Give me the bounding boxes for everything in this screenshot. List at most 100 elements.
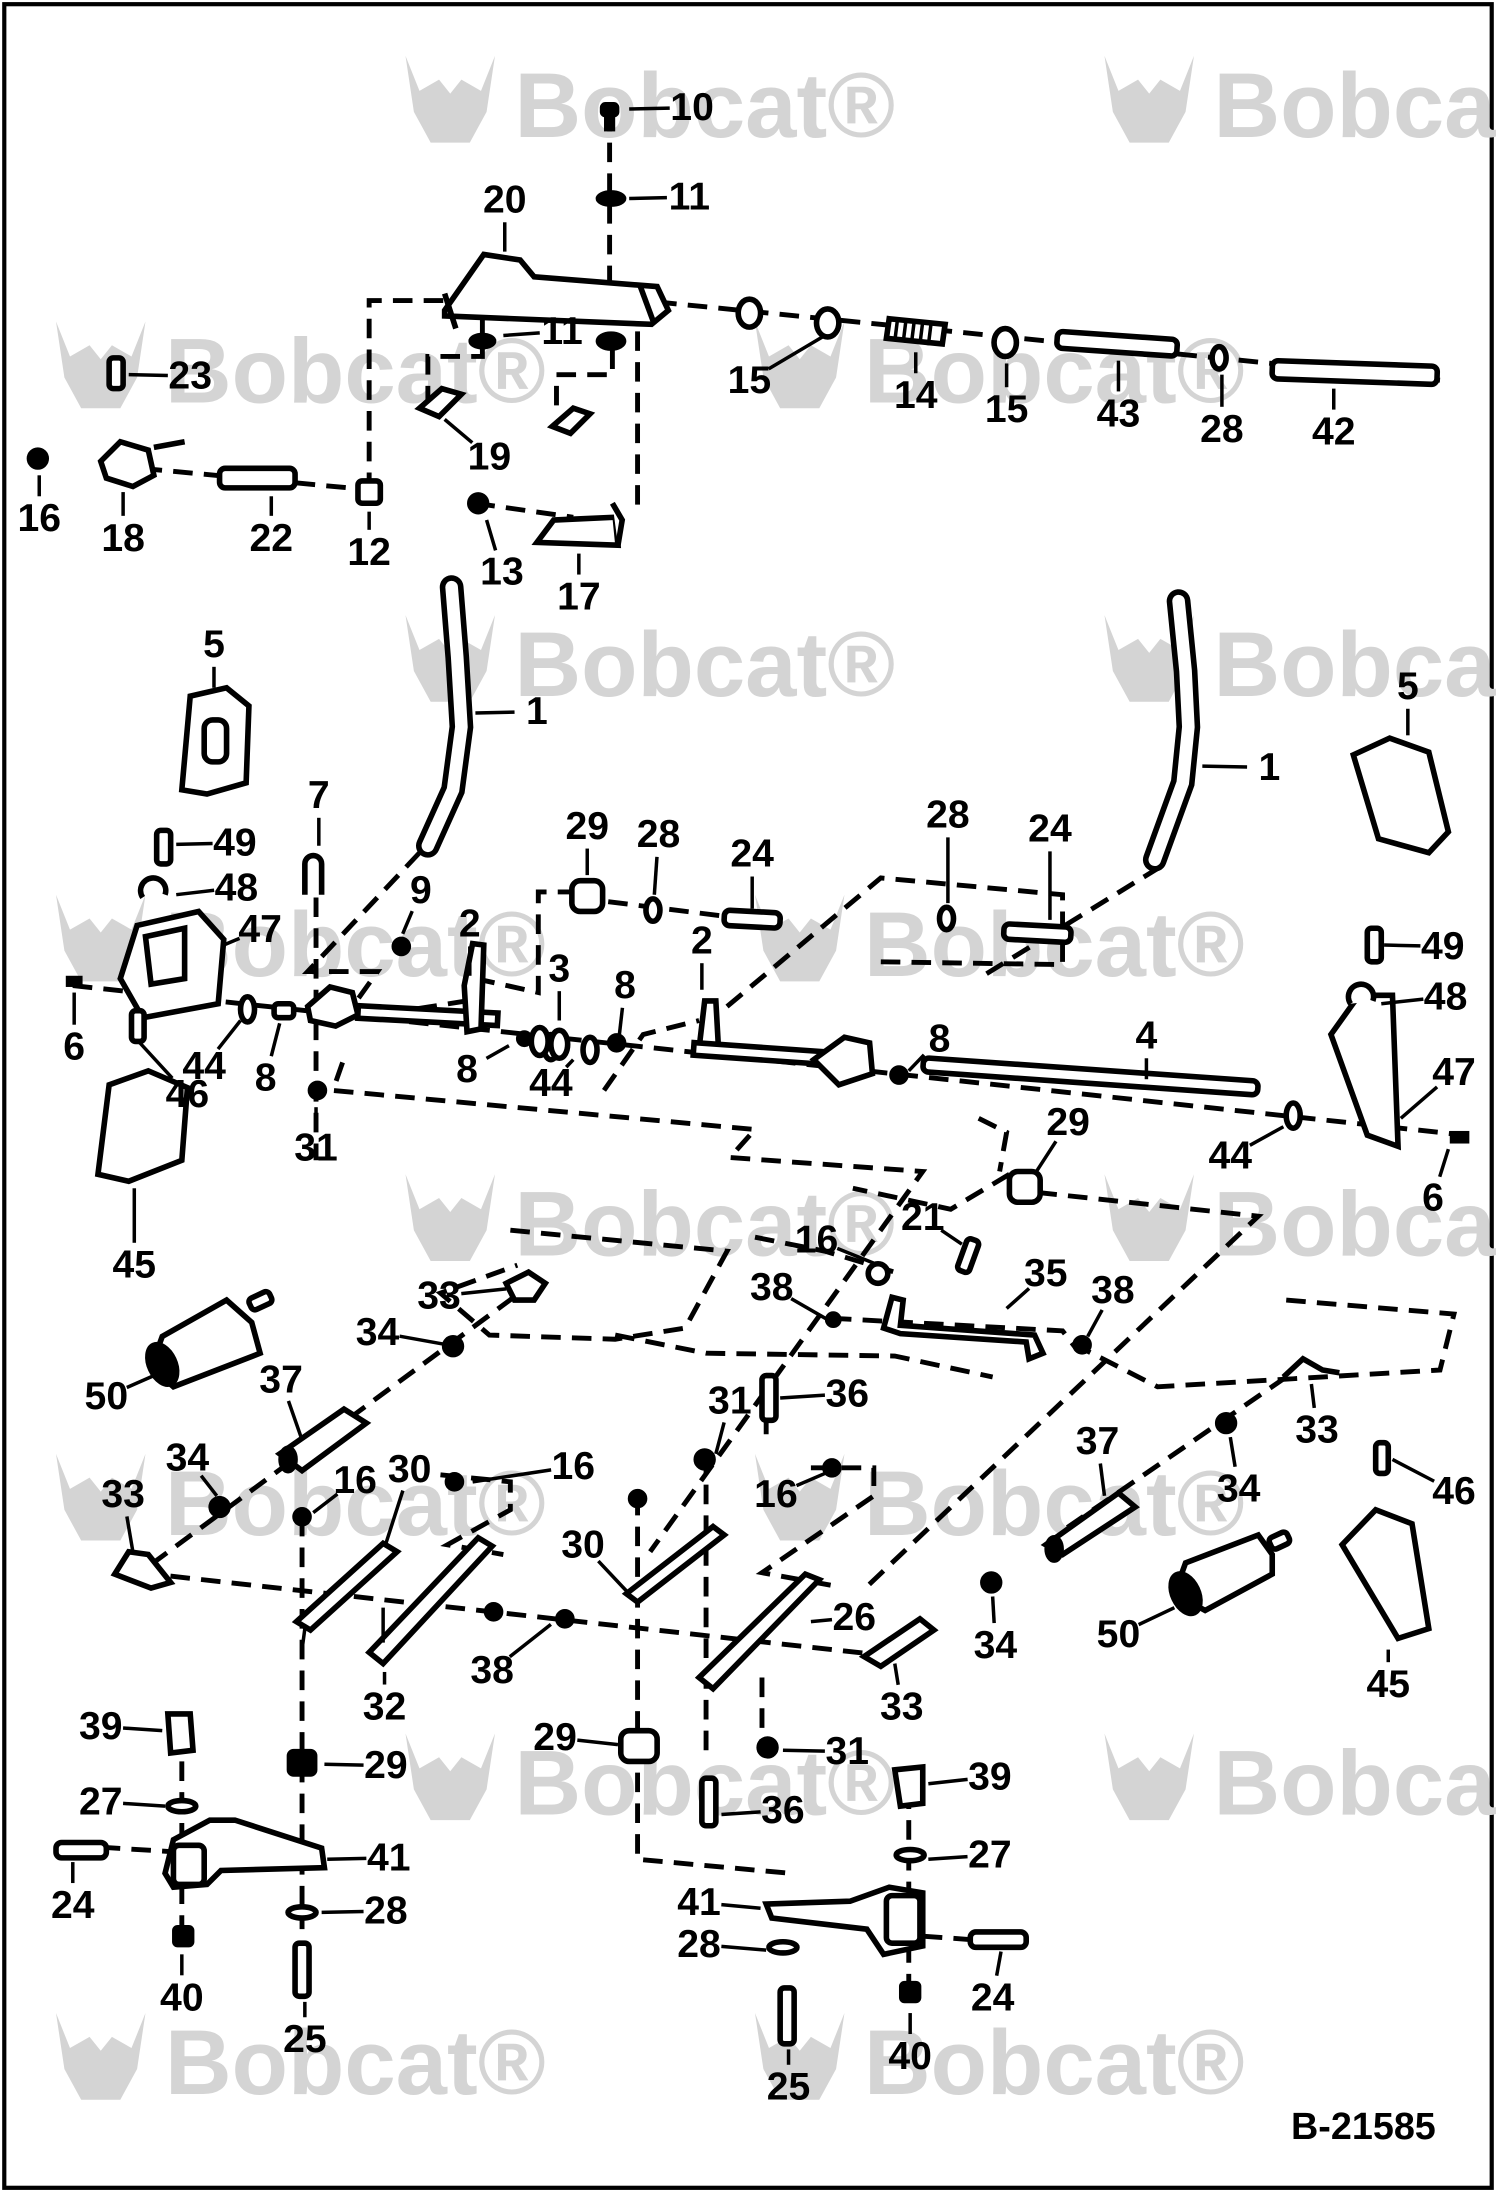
leader-line bbox=[790, 1297, 829, 1322]
callout-17: 17 bbox=[557, 553, 601, 619]
callout-number: 49 bbox=[213, 822, 257, 865]
bushing-15a bbox=[735, 296, 764, 330]
leader-line bbox=[810, 1617, 833, 1624]
bobcat-logo-icon bbox=[1104, 55, 1194, 143]
leader-line bbox=[1098, 1463, 1107, 1497]
bolt-46-right bbox=[1372, 1439, 1392, 1477]
callout-number: 29 bbox=[1046, 1101, 1090, 1144]
washer-28b bbox=[643, 896, 663, 925]
washer-28e bbox=[766, 1938, 800, 1956]
leader-line bbox=[836, 1246, 876, 1266]
callout-47a: 47 bbox=[223, 908, 282, 951]
washer-27b bbox=[893, 1846, 927, 1864]
callout-number: 14 bbox=[894, 374, 938, 417]
callout-number: 15 bbox=[985, 388, 1029, 431]
callout-29a: 29 bbox=[565, 805, 609, 876]
bobcat-logo-icon bbox=[754, 894, 845, 982]
leader-line bbox=[1309, 1383, 1317, 1409]
leader-line bbox=[461, 1287, 507, 1296]
bracket-45-right bbox=[1338, 1506, 1432, 1642]
callout-number: 50 bbox=[85, 1375, 129, 1418]
leader-line bbox=[767, 334, 826, 371]
callout-number: 1 bbox=[526, 690, 548, 733]
callout-number: 38 bbox=[750, 1266, 794, 1309]
leader-line bbox=[721, 1810, 761, 1817]
callout-25a: 25 bbox=[283, 2001, 327, 2061]
callout-28c: 28 bbox=[926, 794, 970, 904]
callout-number: 46 bbox=[166, 1073, 210, 1116]
bobcat-watermark: Bobcat® bbox=[754, 2010, 1245, 2114]
callout-number: 8 bbox=[456, 1048, 478, 1091]
callout-number: 30 bbox=[388, 1448, 432, 1491]
leader-line bbox=[223, 936, 241, 947]
callout-number: 28 bbox=[926, 794, 970, 837]
rod-end-33a bbox=[502, 1268, 550, 1303]
bobcat-watermark: Bobcat® bbox=[1104, 612, 1496, 716]
callout-number: 40 bbox=[888, 2035, 932, 2078]
bolt-6-left bbox=[65, 975, 83, 987]
callout-number: 16 bbox=[333, 1459, 377, 1502]
nut-38d bbox=[555, 1609, 575, 1629]
callout-48b: 48 bbox=[1381, 975, 1467, 1018]
callout-24c: 24 bbox=[51, 1862, 95, 1927]
callout-47b: 47 bbox=[1399, 1051, 1476, 1120]
callout-33d: 33 bbox=[880, 1663, 924, 1728]
leader-line bbox=[472, 1468, 552, 1484]
bushing-29-mid bbox=[1006, 1168, 1043, 1206]
shaft-2-left bbox=[354, 1002, 501, 1029]
bobcat-logo-icon bbox=[405, 1174, 495, 1261]
callout-number: 34 bbox=[974, 1624, 1018, 1667]
callout-49a: 49 bbox=[176, 822, 257, 865]
leader-line bbox=[122, 1726, 163, 1733]
callout-number: 5 bbox=[203, 623, 225, 666]
washer-11-left bbox=[468, 332, 497, 350]
callout-24a: 24 bbox=[730, 833, 774, 909]
callout-number: 7 bbox=[308, 774, 330, 817]
callout-number: 16 bbox=[551, 1445, 595, 1488]
callout-number: 48 bbox=[215, 866, 259, 909]
rod-end-33b bbox=[1281, 1355, 1340, 1380]
leader-line bbox=[401, 910, 414, 935]
callout-13: 13 bbox=[480, 519, 524, 593]
leader-line bbox=[269, 1022, 282, 1057]
callout-7: 7 bbox=[308, 774, 330, 846]
lever-2-left-arm bbox=[461, 940, 487, 1036]
callout-50a: 50 bbox=[85, 1373, 155, 1418]
callout-38b: 38 bbox=[1086, 1269, 1135, 1338]
washer-28c bbox=[936, 904, 957, 933]
callout-number: 24 bbox=[730, 833, 774, 876]
callout-number: 23 bbox=[168, 355, 212, 398]
nut-13 bbox=[467, 492, 490, 515]
callout-24d: 24 bbox=[971, 1951, 1015, 2019]
leader-line bbox=[312, 1492, 339, 1514]
callout-46a: 46 bbox=[138, 1041, 210, 1116]
callout-16a: 16 bbox=[17, 475, 61, 540]
nut-34d bbox=[980, 1571, 1003, 1594]
callout-34b: 34 bbox=[166, 1437, 219, 1497]
callout-number: 11 bbox=[541, 310, 582, 353]
callout-4: 4 bbox=[1136, 1014, 1158, 1080]
bobcat-watermark: Bobcat® bbox=[1104, 53, 1496, 157]
washer-44-right bbox=[1283, 1100, 1303, 1131]
callout-number: 26 bbox=[832, 1596, 876, 1639]
leader-line bbox=[1228, 1436, 1237, 1468]
bobcat-watermark: Bobcat® bbox=[1104, 1731, 1496, 1835]
bobcat-watermark: Bobcat® bbox=[56, 2010, 546, 2114]
watermark-text: Bobcat® bbox=[1214, 53, 1496, 157]
callout-number: 43 bbox=[1097, 392, 1141, 435]
leader-line bbox=[128, 372, 168, 378]
leader-line bbox=[795, 1471, 826, 1488]
leader-line bbox=[1438, 1148, 1451, 1178]
callout-number: 24 bbox=[1028, 808, 1072, 851]
leader-line bbox=[714, 1421, 726, 1455]
callout-11a: 11 bbox=[629, 176, 710, 219]
callout-number: 39 bbox=[968, 1755, 1012, 1798]
clip-48-right bbox=[1345, 981, 1377, 1006]
bolt-25a bbox=[292, 1940, 312, 2000]
callout-number: 8 bbox=[614, 964, 636, 1007]
leader-line bbox=[1391, 1457, 1435, 1483]
leader-line bbox=[629, 106, 670, 111]
watermark-layer: Bobcat®Bobcat®Bobcat®Bobcat®Bobcat®Bobca… bbox=[56, 53, 1496, 2114]
callout-number: 33 bbox=[1295, 1409, 1339, 1452]
